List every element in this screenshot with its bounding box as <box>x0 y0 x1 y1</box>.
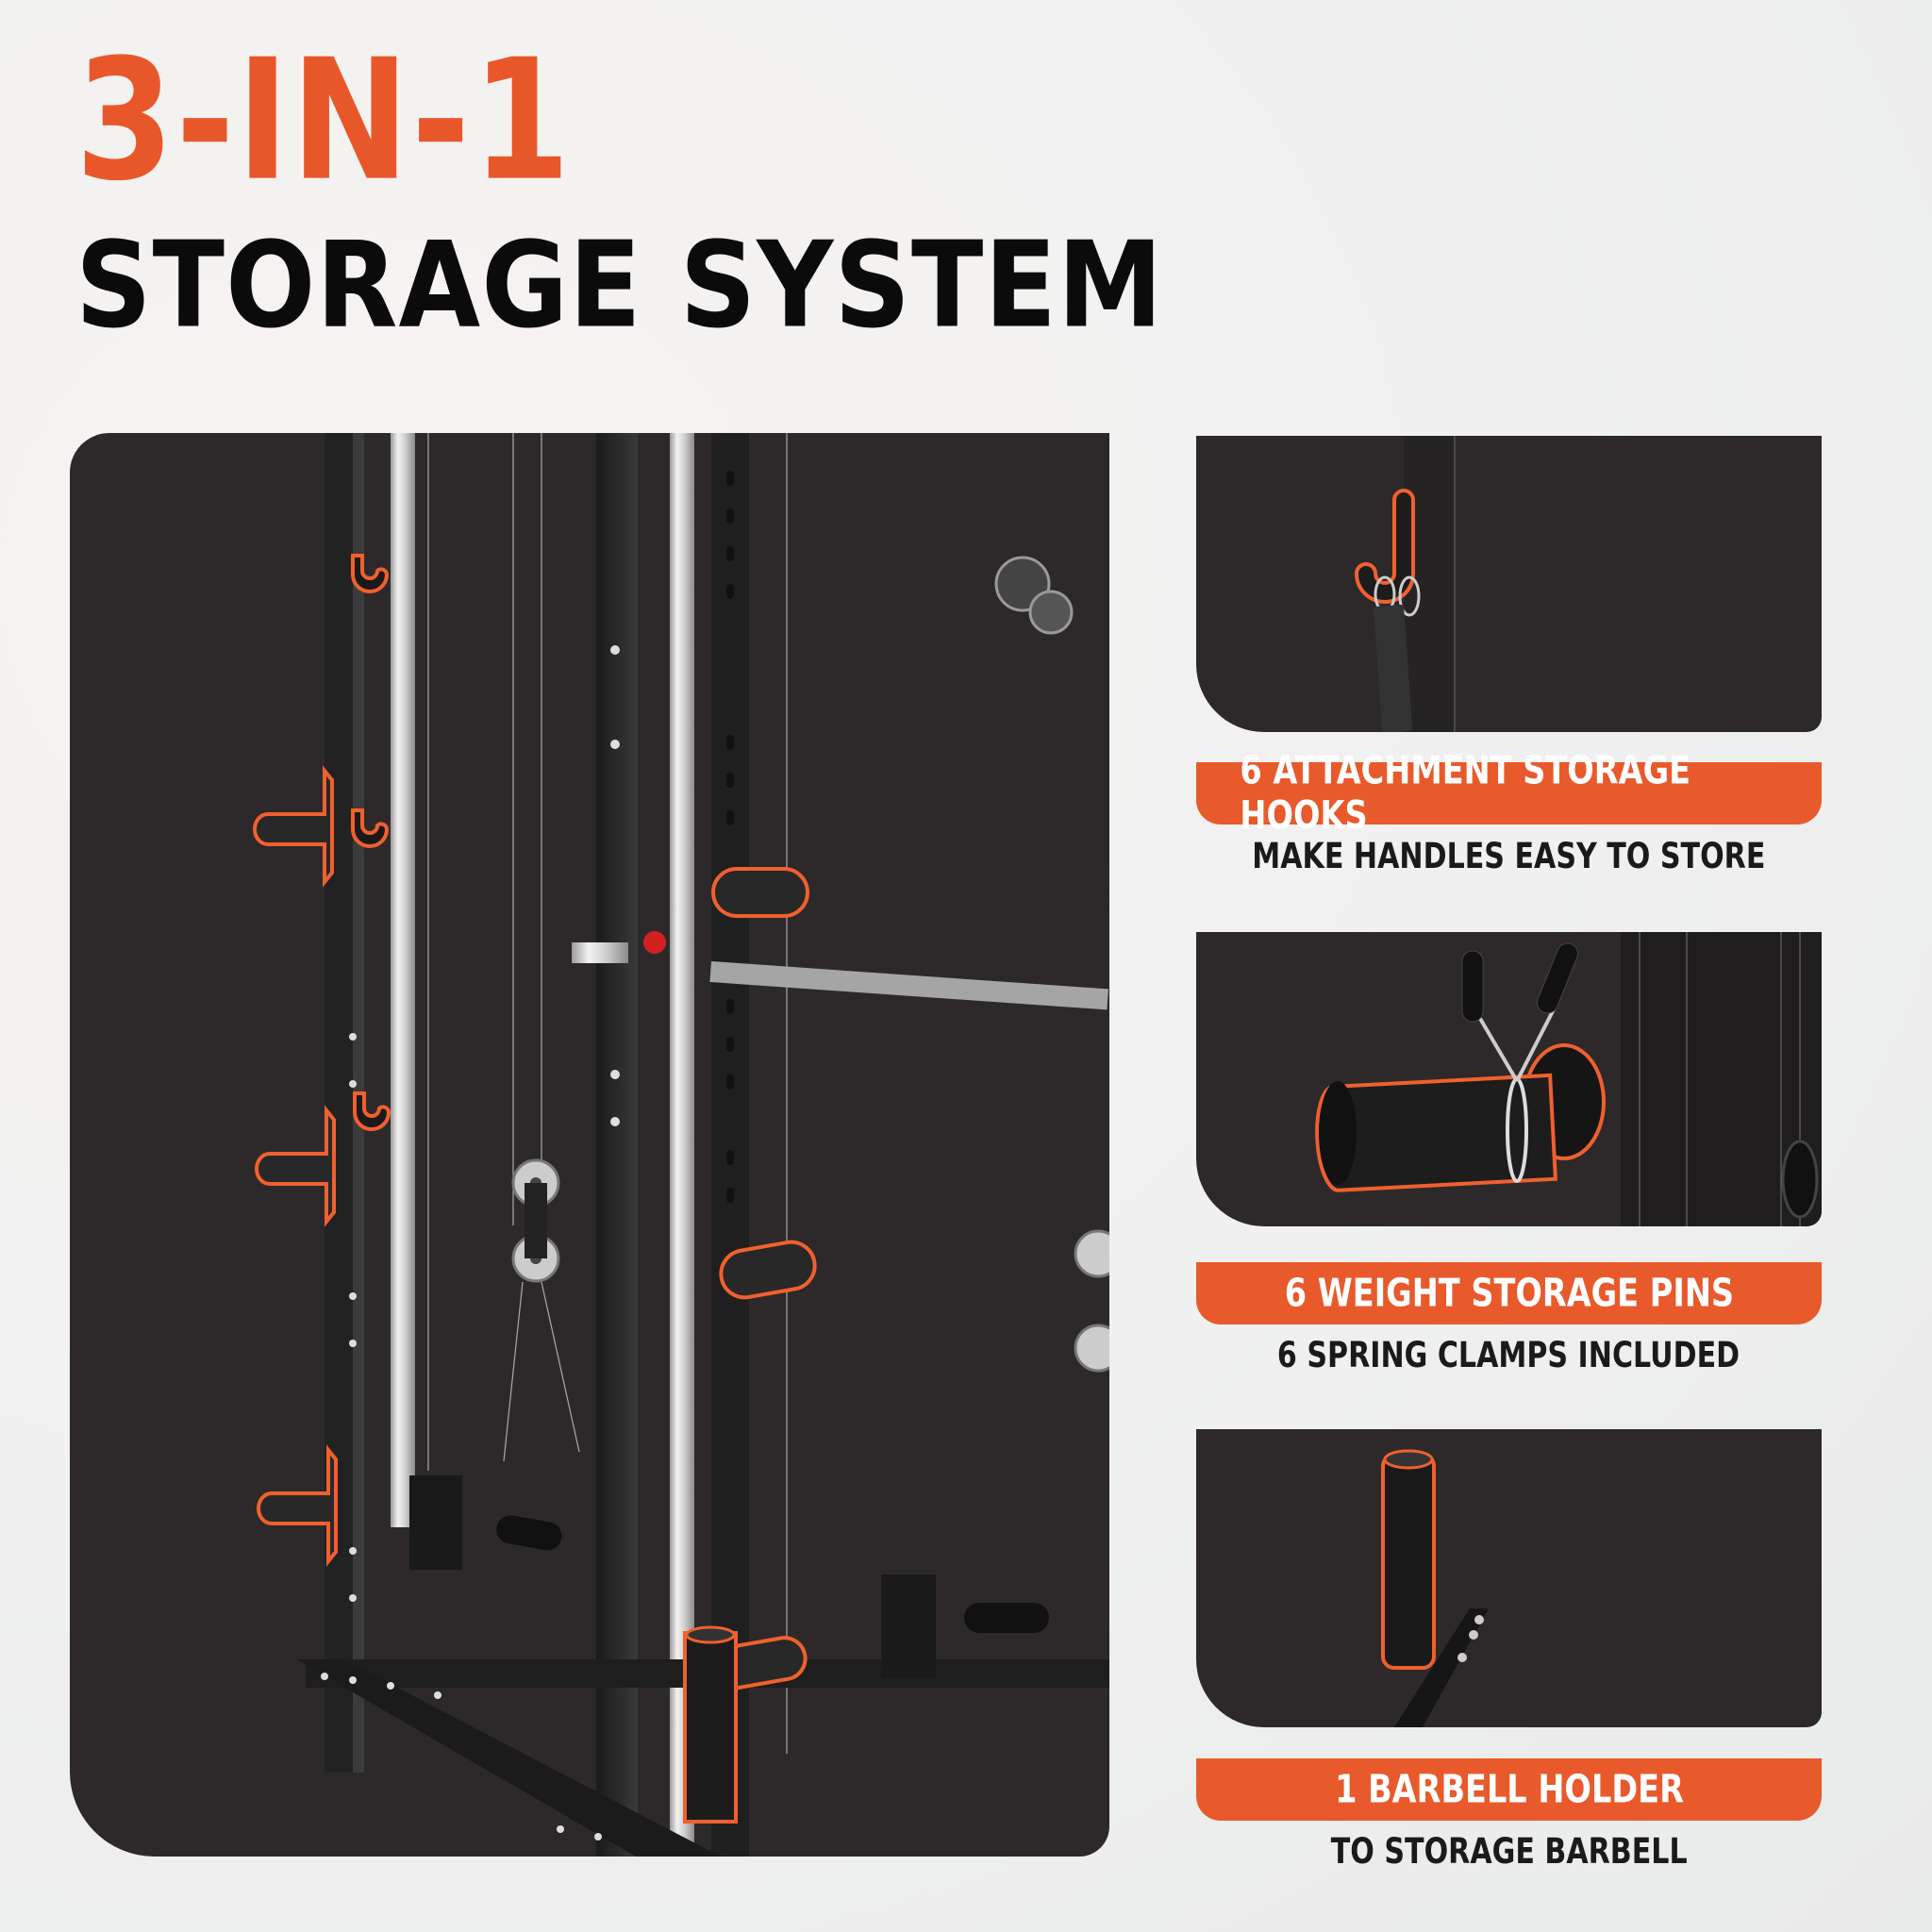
feature-title-text: 6 ATTACHMENT STORAGE HOOKS <box>1240 748 1691 839</box>
page-title: STORAGE SYSTEM <box>75 216 1164 355</box>
feature-subtitle-text: TO STORAGE BARBELL <box>1330 1831 1688 1873</box>
feature-subtitle-pins: 6 SPRING CLAMPS INCLUDED <box>1196 1335 1822 1376</box>
feature-title-barbell-holder: 1 BARBELL HOLDER <box>1196 1758 1822 1821</box>
highlighted-barbell-holder-icon <box>683 1625 738 1824</box>
feature-title-text: 6 WEIGHT STORAGE PINS <box>1284 1271 1734 1316</box>
barbell-holder-closeup-illustration <box>1381 1449 1489 1727</box>
feature-image-pins <box>1196 932 1822 1226</box>
title-accent: 3-IN-1 <box>75 24 573 219</box>
feature-image-hooks <box>1196 436 1822 732</box>
highlighted-hook-icon <box>351 554 391 1131</box>
feature-subtitle-hooks: MAKE HANDLES EASY TO STORE <box>1196 836 1822 877</box>
hook-icon <box>1354 489 1415 604</box>
feature-title-text: 1 BARBELL HOLDER <box>1334 1767 1684 1812</box>
feature-subtitle-text: MAKE HANDLES EASY TO STORE <box>1252 836 1766 877</box>
feature-title-pins: 6 WEIGHT STORAGE PINS <box>1196 1262 1822 1324</box>
feature-subtitle-text: 6 SPRING CLAMPS INCLUDED <box>1277 1335 1740 1376</box>
main-product-image <box>70 433 1109 1857</box>
feature-image-barbell-holder <box>1196 1429 1822 1727</box>
feature-title-hooks: 6 ATTACHMENT STORAGE HOOKS <box>1196 749 1822 838</box>
feature-subtitle-barbell-holder: TO STORAGE BARBELL <box>1196 1831 1822 1873</box>
smith-machine-illustration <box>253 433 1109 1857</box>
pin-closeup-illustration <box>1315 932 1822 1226</box>
hook-closeup-illustration <box>1354 436 1456 732</box>
